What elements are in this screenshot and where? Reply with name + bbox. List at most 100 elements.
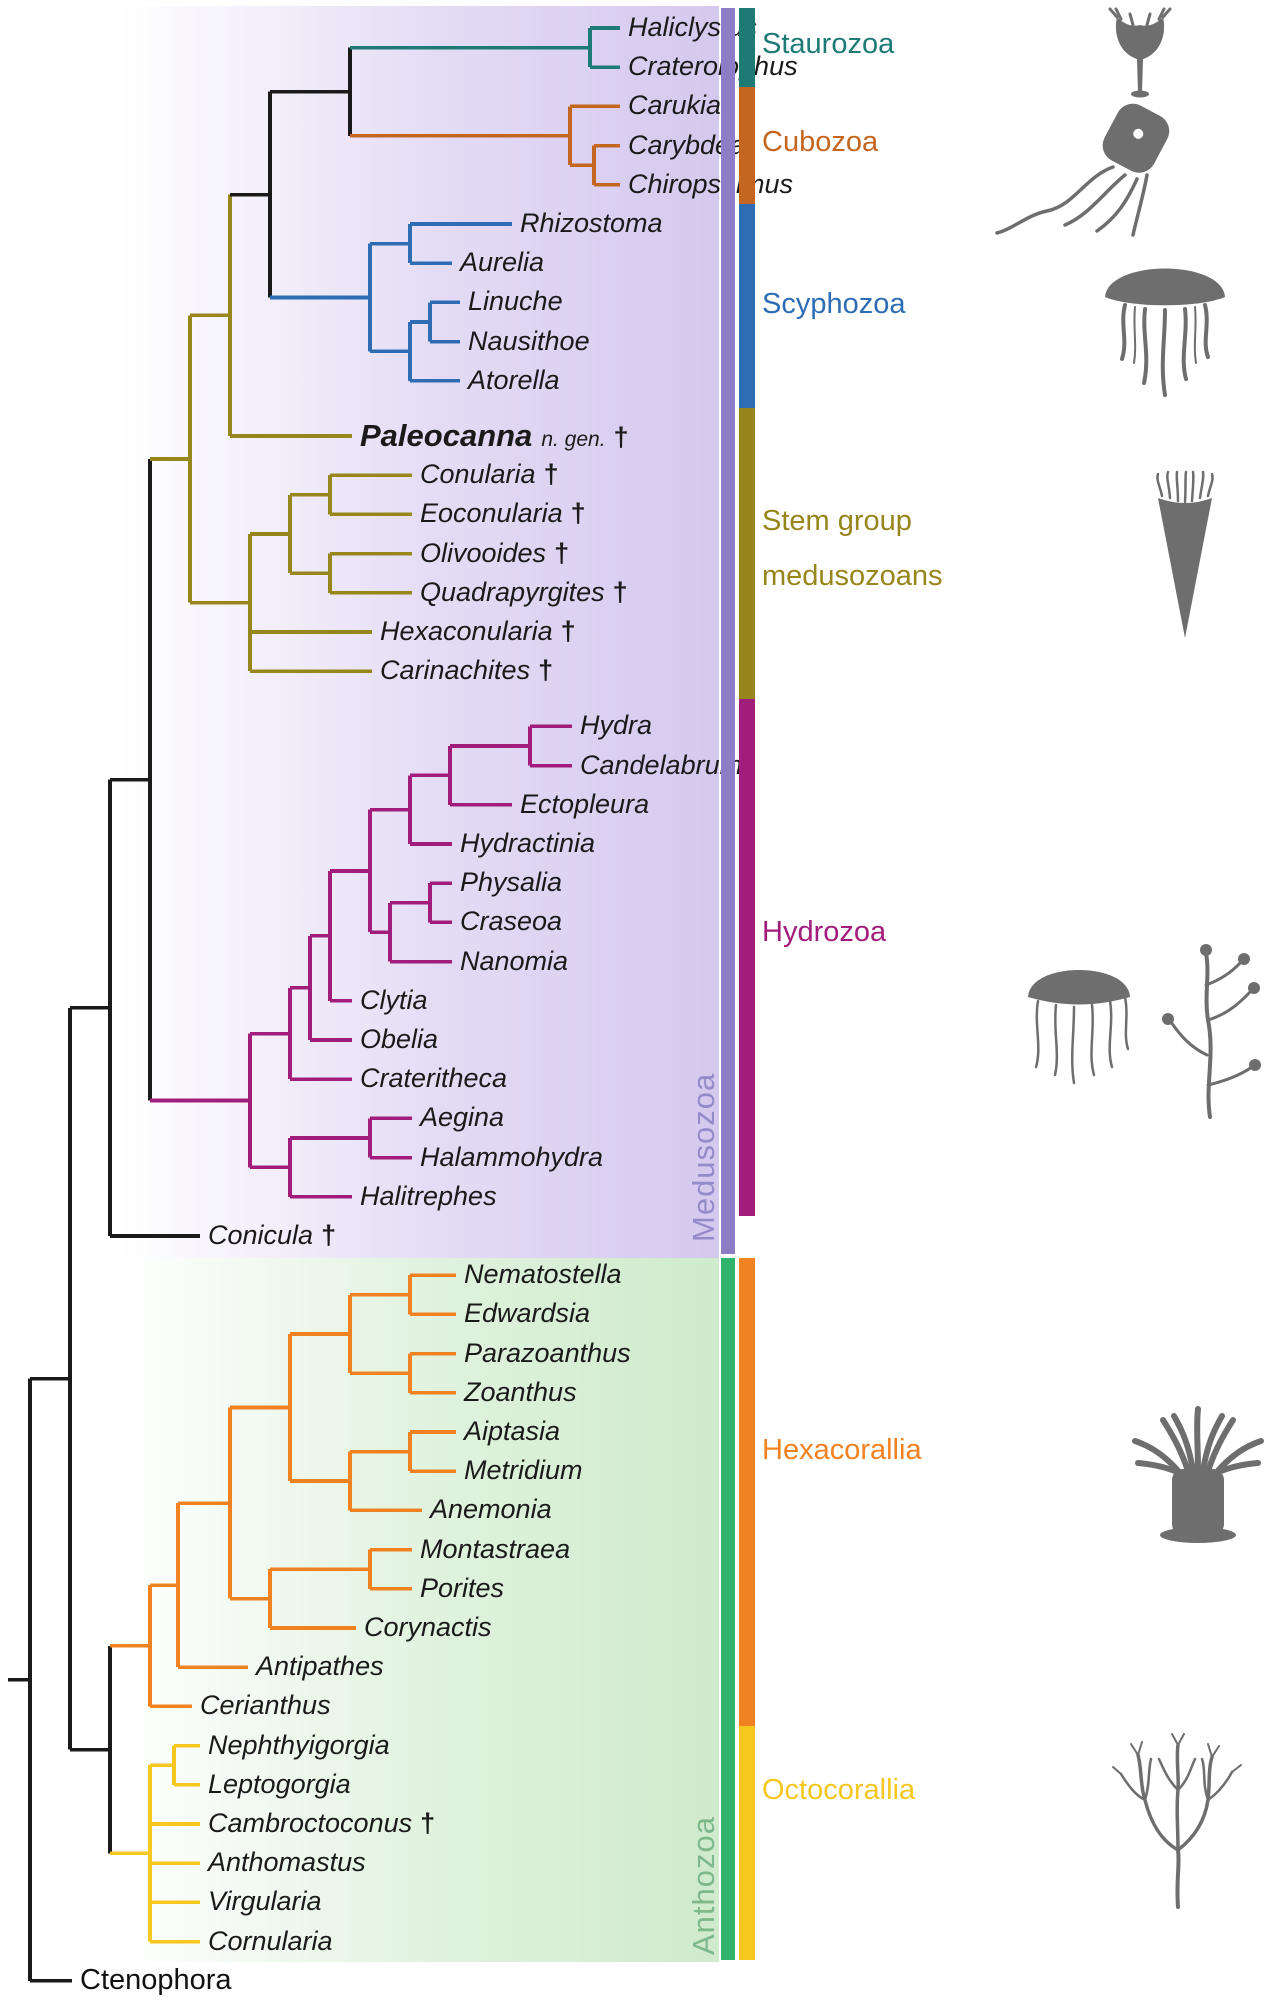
cubozoa-clade-bar: [739, 87, 755, 204]
taxon-label-cambroctoconus: Cambroctoconus†: [208, 1807, 436, 1838]
extinct-dagger-icon: †: [570, 498, 586, 529]
taxon-name: Halammohydra: [420, 1141, 604, 1172]
stem-group-label-line2: medusozoans: [762, 560, 943, 593]
hydrozoa-clade-bar: [739, 699, 755, 1216]
taxon-label-haliclystus: Haliclystus: [628, 13, 757, 41]
taxon-label-conularia: Conularia†: [420, 461, 559, 488]
taxon-name: Edwardsia: [464, 1298, 591, 1329]
taxon-name: Corynactis: [364, 1611, 492, 1642]
taxon-label-aurelia: Aurelia: [460, 249, 544, 276]
taxon-name: Hydractinia: [460, 827, 596, 858]
taxon-name: Linuche: [468, 286, 563, 317]
taxon-label-nematostella: Nematostella: [464, 1261, 622, 1288]
taxon-label-metridium: Metridium: [464, 1457, 583, 1484]
taxon-label-carukia: Carukia: [628, 92, 721, 119]
box-jellyfish-silhouette-icon: [995, 103, 1170, 237]
taxon-name: Halitrephes: [360, 1180, 497, 1211]
taxon-name: Parazoanthus: [464, 1337, 631, 1368]
extinct-dagger-icon: †: [613, 421, 629, 452]
taxon-name: Craterolophus: [628, 51, 798, 82]
taxon-label-carinachites: Carinachites†: [380, 657, 553, 684]
taxon-name: Leptogorgia: [208, 1768, 351, 1799]
taxon-name: Physalia: [460, 867, 563, 898]
taxon-name: Montastraea: [420, 1533, 571, 1564]
taxon-label-crateritheca: Crateritheca: [360, 1065, 507, 1092]
taxon-label-rhizostoma: Rhizostoma: [520, 209, 663, 237]
taxon-name: Aegina: [420, 1102, 505, 1133]
taxon-name: Ctenophora: [80, 1963, 232, 1996]
clade-label-anthozoa-vertical: Anthozoa: [686, 1816, 721, 1955]
taxon-label-hydra: Hydra: [580, 712, 652, 739]
taxon-label-cornularia: Cornularia: [208, 1925, 333, 1956]
taxon-name: Nausithoe: [468, 325, 590, 356]
taxon-label-cerianthus: Cerianthus: [200, 1692, 331, 1719]
taxon-name: Carinachites: [380, 655, 531, 686]
taxon-label-candelabrum: Candelabrum: [580, 751, 742, 779]
taxon-label-quadrapyrgites: Quadrapyrgites†: [420, 576, 628, 607]
anthozoa-background-panel: [95, 1258, 719, 1962]
taxon-name: Zoanthus: [464, 1376, 577, 1407]
taxon-label-anemonia: Anemonia: [430, 1496, 552, 1523]
extinct-dagger-icon: †: [612, 576, 628, 607]
taxon-label-nanomia: Nanomia: [460, 945, 569, 976]
taxon-label-parazoanthus: Parazoanthus: [464, 1337, 631, 1368]
clade-label-hydrozoa: Hydrozoa: [762, 916, 887, 948]
clade-label-scyphozoa: Scyphozoa: [762, 288, 906, 320]
octocoral-silhouette-icon: [1112, 1733, 1242, 1909]
anthozoa-clade-bar: [721, 1258, 735, 1960]
scyphozoan-jellyfish-silhouette-icon: [1105, 268, 1225, 397]
taxon-label-ectopleura: Ectopleura: [520, 788, 650, 819]
taxon-label-olivooides: Olivooides†: [420, 537, 570, 568]
clade-label-hexacorallia: Hexacorallia: [762, 1434, 922, 1466]
taxon-label-nausithoe: Nausithoe: [468, 325, 590, 356]
taxon-name: Aiptasia: [464, 1415, 561, 1446]
taxon-name: Atorella: [468, 364, 560, 395]
extinct-dagger-icon: †: [538, 655, 554, 686]
taxon-name: Chiropsalmus: [628, 168, 794, 199]
extinct-dagger-icon: †: [560, 615, 576, 646]
taxon-name: Ectopleura: [520, 788, 650, 819]
taxon-name: Quadrapyrgites: [420, 576, 605, 607]
extinct-dagger-icon: †: [554, 537, 570, 568]
taxon-name: Cambroctoconus: [208, 1807, 413, 1838]
clade-label-stem-group-medusozoans: Stem group medusozoans: [762, 494, 943, 604]
taxon-name: Hexaconularia: [380, 615, 553, 646]
extinct-dagger-icon: †: [420, 1807, 436, 1838]
taxon-name: Craseoa: [460, 906, 563, 937]
stauromedusa-silhouette-icon: [1108, 7, 1172, 98]
taxon-label-porites: Porites: [420, 1572, 505, 1603]
taxon-label-physalia: Physalia: [460, 869, 562, 896]
taxon-label-hexaconularia: Hexaconularia†: [380, 615, 576, 646]
taxon-label-eoconularia: Eoconularia†: [420, 500, 586, 527]
taxon-name: Olivooides: [420, 537, 547, 568]
taxon-label-clytia: Clytia: [360, 986, 428, 1014]
clade-label-octocorallia: Octocorallia: [762, 1774, 916, 1806]
taxon-name: Conicula: [208, 1219, 314, 1250]
clade-label-staurozoa: Staurozoa: [762, 28, 895, 60]
taxon-name: Nematostella: [464, 1259, 622, 1290]
taxon-label-ctenophora: Ctenophora: [80, 1963, 232, 1996]
taxon-label-hydractinia: Hydractinia: [460, 827, 596, 858]
taxon-name: Eoconularia: [420, 498, 563, 529]
extinct-dagger-icon: †: [321, 1219, 337, 1250]
taxon-label-leptogorgia: Leptogorgia: [208, 1768, 351, 1799]
stem-group-clade-bar: [739, 408, 755, 699]
taxon-label-aegina: Aegina: [420, 1104, 504, 1131]
medusozoa-background-panel: [95, 6, 719, 1258]
taxon-name: Porites: [420, 1572, 505, 1603]
taxon-name: Aurelia: [460, 247, 545, 278]
taxon-name: Nanomia: [460, 945, 569, 976]
taxon-label-corynactis: Corynactis: [364, 1611, 492, 1642]
taxon-label-linuche: Linuche: [468, 288, 563, 315]
taxon-label-chiropsalmus: Chiropsalmus: [628, 168, 794, 199]
taxon-name: Cornularia: [208, 1925, 333, 1956]
scyphozoa-clade-bar: [739, 204, 755, 408]
taxon-name: Virgularia: [208, 1886, 322, 1917]
sea-anemone-silhouette-icon: [1132, 1406, 1264, 1543]
taxon-label-obelia: Obelia: [360, 1025, 438, 1053]
taxon-label-atorella: Atorella: [468, 364, 560, 395]
taxon-name: Anthomastus: [208, 1847, 366, 1878]
